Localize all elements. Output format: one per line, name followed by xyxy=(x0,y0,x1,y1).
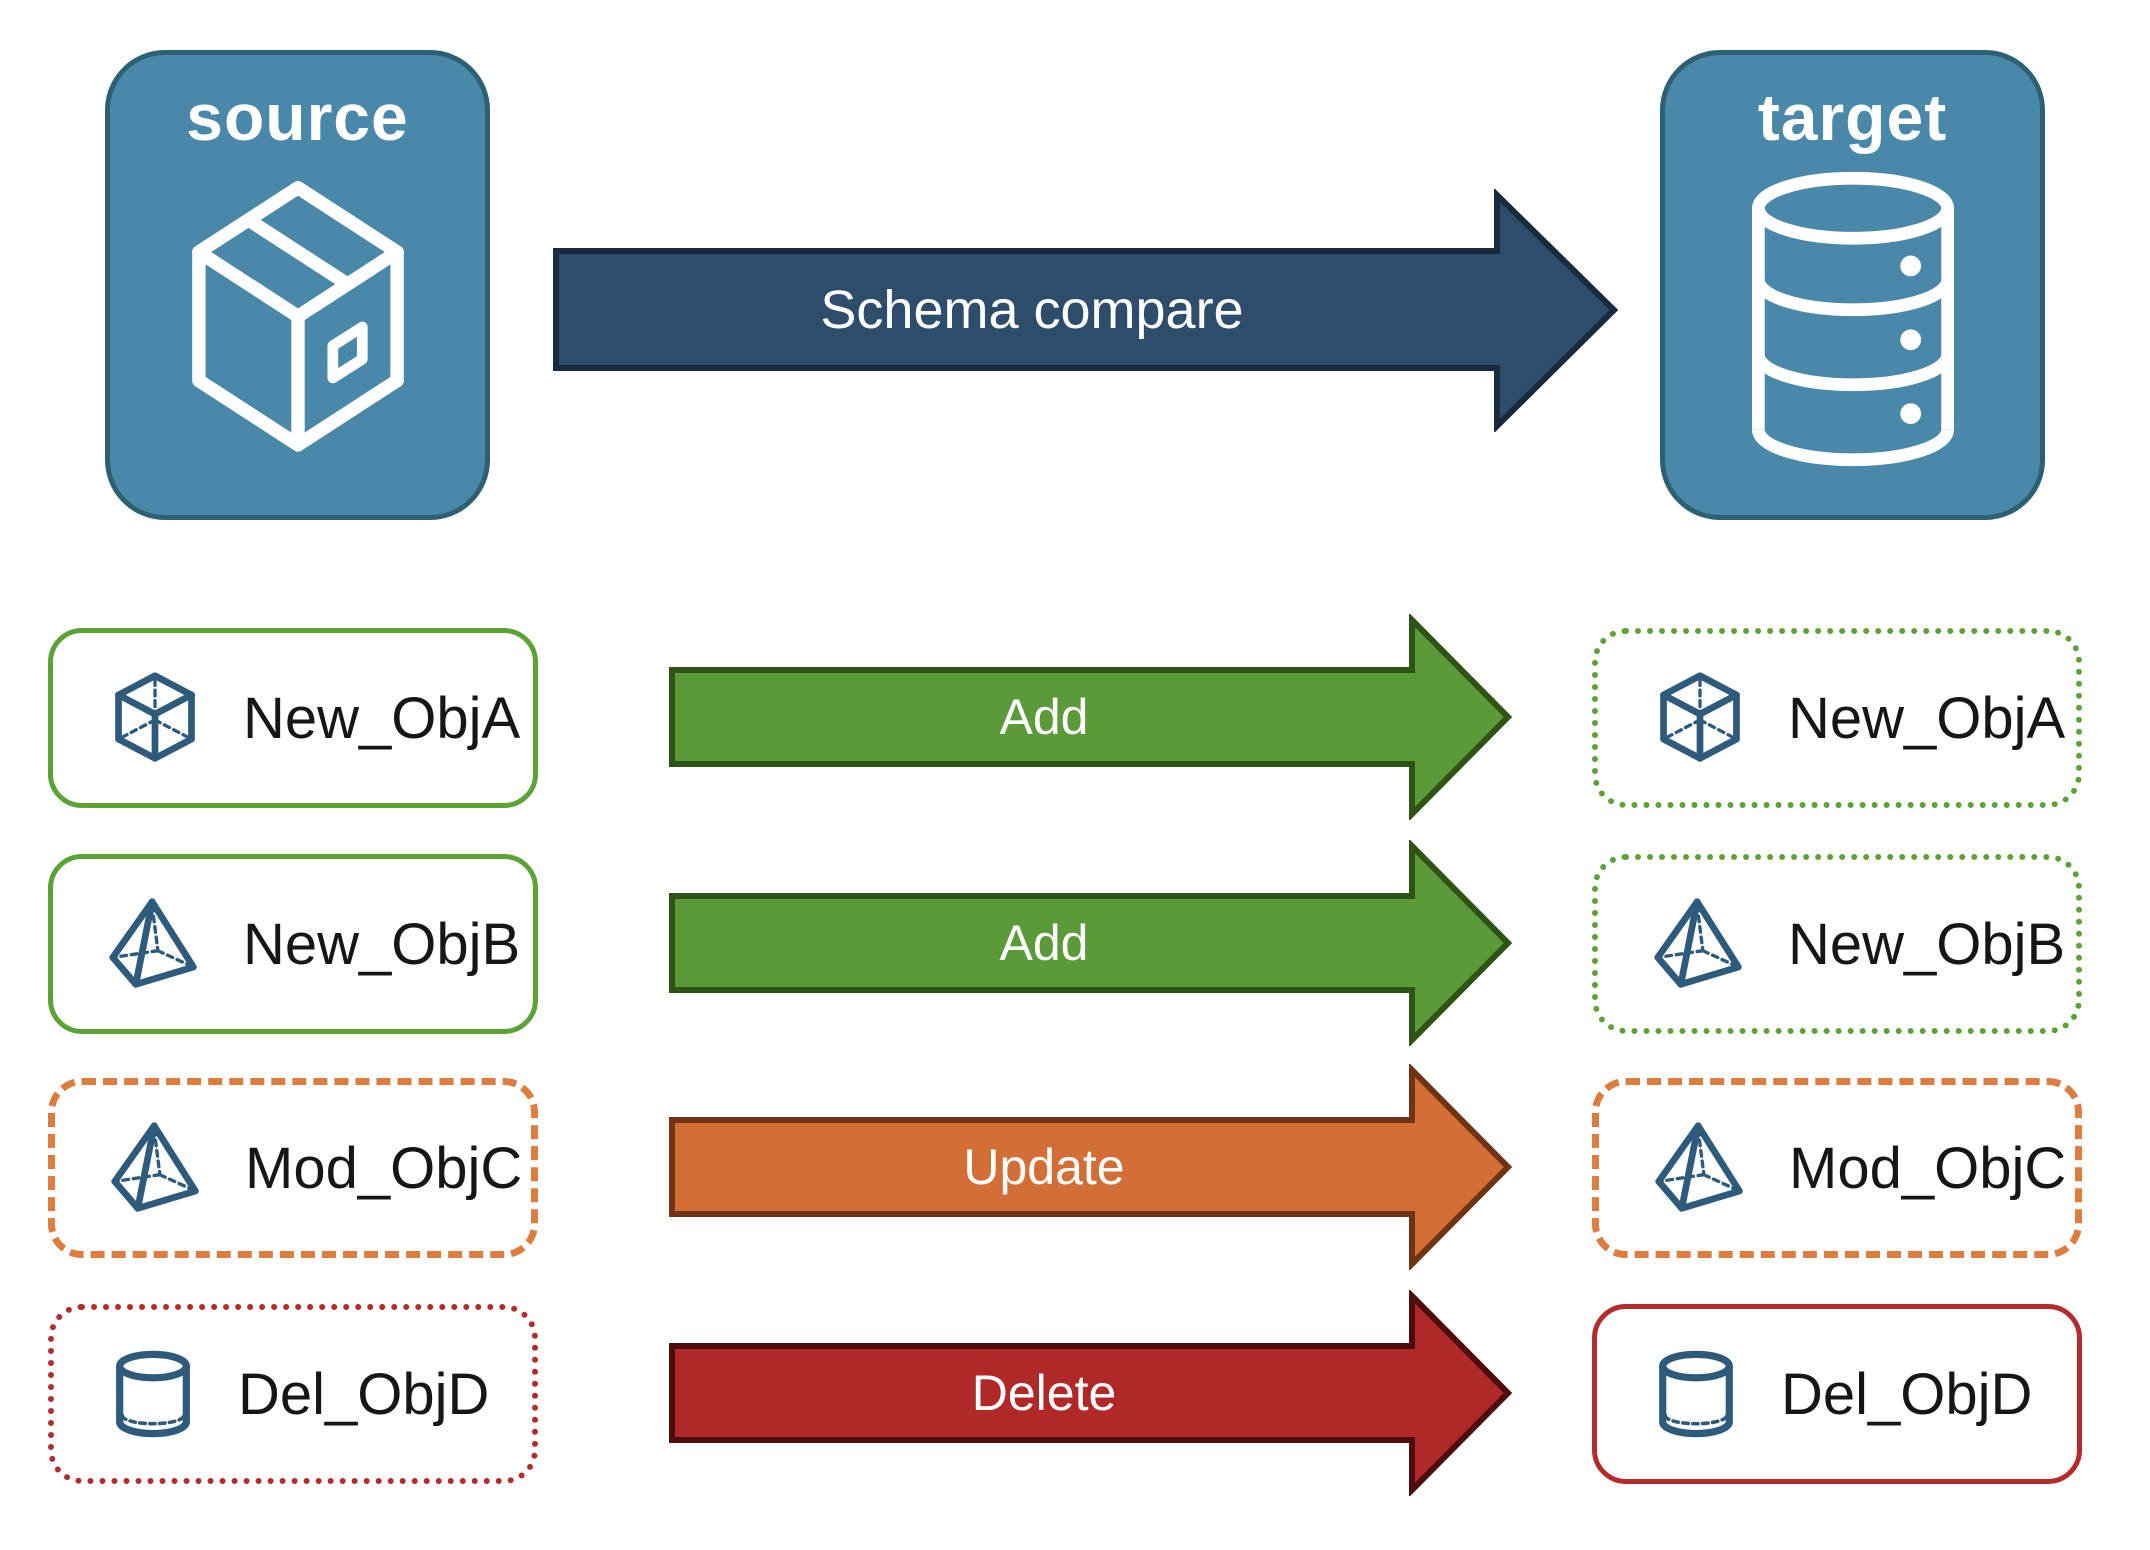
delete-arrow-label: Delete xyxy=(972,1365,1117,1421)
target-item-label: Del_ObjD xyxy=(1781,1361,2033,1427)
add-arrow-label: Add xyxy=(1000,915,1089,971)
source-item-label: New_ObjB xyxy=(243,911,521,977)
add-arrow-label: Add xyxy=(1000,689,1089,745)
package-box-icon xyxy=(191,181,404,452)
update-arrow: Update xyxy=(669,1064,1513,1270)
delete-arrow-shape xyxy=(669,1290,1513,1496)
target-item-label: New_ObjA xyxy=(1788,685,2066,751)
row-del-objd: Del_ObjD Delete Del_ObjD xyxy=(0,1290,2150,1496)
schema-compare-arrow: Schema compare xyxy=(553,189,1619,432)
update-arrow-shape xyxy=(669,1064,1513,1270)
row-new-objb: New_ObjB Add New_ObjB xyxy=(0,840,2150,1046)
schema-compare-arrow-label: Schema compare xyxy=(820,280,1243,340)
target-item-label: New_ObjB xyxy=(1788,911,2066,977)
source-item-del-objd: Del_ObjD xyxy=(48,1304,538,1484)
cube-icon xyxy=(115,672,195,762)
target-node-label: target xyxy=(1757,80,1948,154)
source-item-mod-objc: Mod_ObjC xyxy=(48,1078,538,1258)
source-item-label: Del_ObjD xyxy=(238,1361,490,1427)
cube-icon xyxy=(1660,672,1740,762)
source-item-label: Mod_ObjC xyxy=(245,1135,523,1201)
update-arrow-label: Update xyxy=(963,1139,1124,1195)
source-item-new-objb: New_ObjB xyxy=(48,854,538,1034)
target-item-label: Mod_ObjC xyxy=(1789,1135,2067,1201)
database-icon xyxy=(1751,171,1954,467)
pyramid-icon xyxy=(1655,1122,1743,1212)
schema-compare-arrow-shape xyxy=(553,189,1619,432)
cylinder-icon xyxy=(1659,1350,1733,1438)
add-arrow: Add xyxy=(669,614,1513,820)
source-node: source xyxy=(105,50,490,520)
target-node: target xyxy=(1660,50,2045,520)
source-node-label: source xyxy=(186,80,409,154)
source-item-label: New_ObjA xyxy=(243,685,521,751)
target-item-new-objb: New_ObjB xyxy=(1592,854,2082,1034)
source-item-new-obja: New_ObjA xyxy=(48,628,538,808)
pyramid-icon xyxy=(1654,898,1742,988)
pyramid-icon xyxy=(109,898,197,988)
target-item-mod-objc: Mod_ObjC xyxy=(1592,1078,2082,1258)
cylinder-icon xyxy=(116,1350,190,1438)
add-arrow-shape xyxy=(669,840,1513,1046)
add-arrow-shape xyxy=(669,614,1513,820)
target-item-del-objd: Del_ObjD xyxy=(1592,1304,2082,1484)
add-arrow: Add xyxy=(669,840,1513,1046)
delete-arrow: Delete xyxy=(669,1290,1513,1496)
pyramid-icon xyxy=(111,1122,199,1212)
row-new-obja: New_ObjA Add New_ObjA xyxy=(0,614,2150,820)
row-mod-objc: Mod_ObjC Update Mod_ObjC xyxy=(0,1064,2150,1270)
target-item-new-obja: New_ObjA xyxy=(1592,628,2082,808)
